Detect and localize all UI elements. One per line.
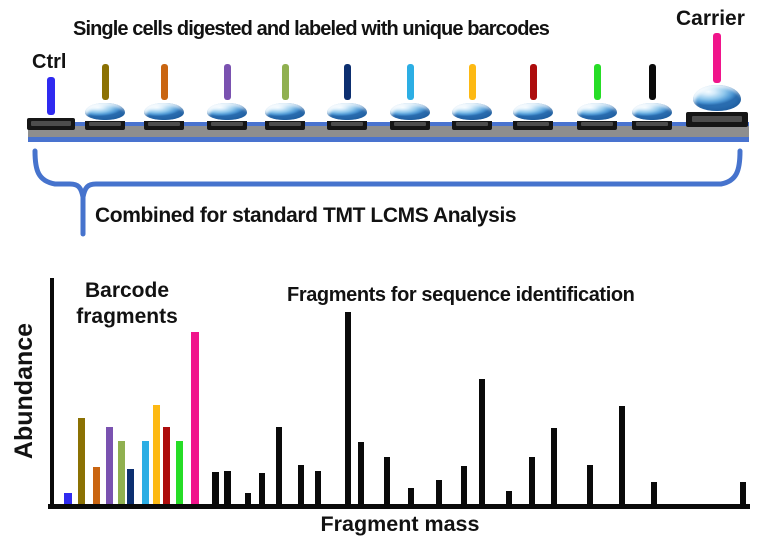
droplet-well [142,101,186,121]
fragment-peak [436,480,442,504]
well-platform [632,119,672,130]
barcode-tag-cell-8 [529,64,537,100]
droplet [265,103,305,121]
well-platform [577,119,617,130]
fragment-peak [587,465,593,504]
fragment-peak [276,427,282,504]
barcode-tag-cell-5 [343,64,351,100]
x-axis-label: Fragment mass [320,512,480,536]
y-axis [50,278,54,508]
well-platform [327,119,367,130]
barcode-tag-cell-6 [406,64,414,100]
droplet [85,103,125,121]
well-platform [513,119,553,130]
carrier-label: Carrier [676,7,745,30]
fragment-peak [259,473,265,504]
fragment-peak [298,465,304,504]
fragment-peak [651,482,657,504]
barcode-peak [106,427,113,504]
barcode-tag-cell-1 [101,64,109,100]
droplet-well [388,101,432,121]
barcode-fragments-annotation: Barcode fragments [76,279,178,328]
well-platform [144,119,184,130]
droplet-well [83,101,127,121]
fragment-peak [461,466,467,504]
droplet [513,103,553,121]
y-axis-label: Abundance [10,322,38,460]
barcode-tag-cell-4 [281,64,289,100]
sequence-fragments-annotation: Fragments for sequence identification [287,284,635,306]
barcode-peak [64,493,72,504]
well-platform [85,119,125,130]
droplet [327,103,367,121]
barcode-peak [127,469,134,504]
droplet-well [511,101,555,121]
fragment-peak [212,472,219,504]
fragment-peak [315,471,321,504]
droplet-well [630,101,674,121]
barcode-tag-cell-2 [160,64,168,100]
barcode-peak [78,418,85,504]
well-platform [27,118,75,130]
barcode-tag-cell-3 [223,64,231,100]
barcode-peak [142,441,149,504]
droplet [577,103,617,121]
x-axis [48,504,750,509]
fragment-peak [619,406,625,504]
barcode-peak [176,441,183,504]
droplet-well [325,101,369,121]
well-platform [207,119,247,130]
fragment-peak [408,488,414,504]
top-title: Single cells digested and labeled with u… [73,18,550,40]
barcode-tag-carrier [713,33,721,83]
droplet [692,85,742,112]
fragment-peak [345,312,351,504]
carrier-platform [686,112,748,127]
droplet-well [263,101,307,121]
fragment-peak [384,457,390,504]
fragment-peak [224,471,231,504]
barcode-peak [153,405,160,504]
fragment-peak [740,482,746,504]
barcode-tag-cell-7 [468,64,476,100]
droplet-well [575,101,619,121]
barcode-tag-cell-10 [648,64,656,100]
well-platform [452,119,492,130]
droplet-well [205,101,249,121]
droplet [632,103,672,121]
barcode-peak [191,332,199,504]
droplet [390,103,430,121]
fragment-peak [551,428,557,504]
fragment-peak [506,491,512,504]
droplet [207,103,247,121]
barcode-peak [118,441,125,504]
ctrl-label: Ctrl [32,51,67,73]
combine-label: Combined for standard TMT LCMS Analysis [95,204,517,227]
droplet [452,103,492,121]
barcode-peak [93,467,100,504]
droplet-well [450,101,494,121]
well-platform [265,119,305,130]
fragment-peak [479,379,485,504]
barcode-tag-cell-9 [593,64,601,100]
fragment-peak [529,457,535,504]
fragment-peak [245,493,251,504]
well-platform [390,119,430,130]
droplet [144,103,184,121]
droplet-well [690,82,744,112]
fragment-peak [358,442,364,504]
barcode-peak [163,427,170,504]
barcode-tag-ctrl [47,77,55,115]
